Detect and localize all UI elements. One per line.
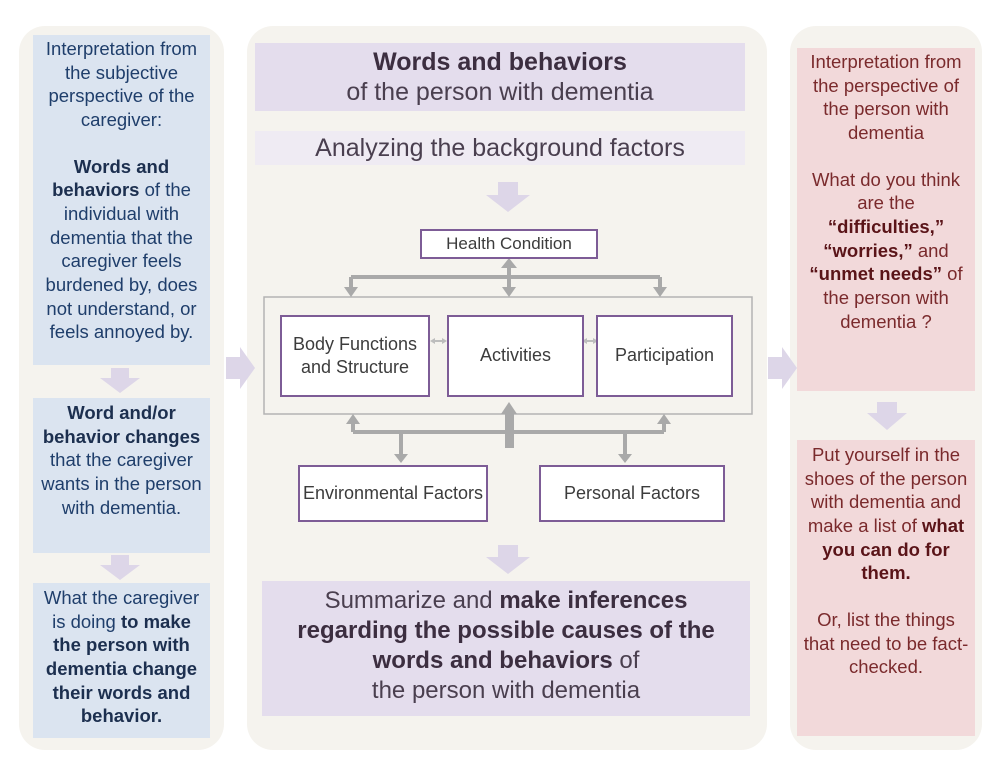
personal-factors-box: Personal Factors [539, 465, 725, 522]
action-list-text: Put yourself in the shoes of the person … [800, 443, 972, 585]
down-arrow-center-1 [486, 182, 530, 212]
caregiver-actions-box: What the caregiver is doing to make the … [33, 583, 210, 738]
question-end: of the person with dementia ? [823, 263, 963, 332]
words-behaviors-header: Words and behaviors of the person with d… [255, 43, 745, 111]
unmet-needs-bold: “unmet needs” [809, 263, 943, 285]
behavior-change-text: that the caregiver wants in the person w… [41, 449, 202, 518]
behavior-change-bold: Word and/or behavior changes [42, 402, 201, 447]
person-perspective-question: What do you think are the “difficulties,… [800, 168, 972, 334]
summary-mid-text: of [619, 647, 640, 674]
right-arrow-center-to-right [768, 347, 797, 389]
caregiver-interpretation-box: Interpretation from the subjective persp… [33, 35, 210, 365]
header-bold-text: Words and behaviors [373, 48, 627, 76]
question-start: What do you think are the [811, 168, 961, 214]
fact-check-text: Or, list the things that need to be fact… [803, 609, 969, 678]
summary-pre-text: Summarize and [324, 587, 493, 614]
environmental-factors-box: Environmental Factors [298, 465, 488, 522]
caregiver-intro-text: Interpretation from the subjective persp… [45, 38, 198, 131]
down-arrow-center-2 [486, 545, 530, 574]
down-arrow-right-1 [867, 402, 907, 430]
health-condition-box: Health Condition [420, 229, 598, 259]
caregiver-actions-text: What the caregiver is doing [43, 587, 200, 632]
body-functions-box: Body Functions and Structure [280, 315, 430, 397]
caregiver-actions-bold: to make the person with dementia change … [45, 610, 198, 727]
and-text: and [917, 239, 949, 261]
action-list-pre: Put yourself in the shoes of the person … [804, 444, 968, 537]
caregiver-burden-text: Words and behaviors of the individual wi… [36, 155, 207, 344]
person-perspective-intro: Interpretation from the perspective of t… [810, 51, 962, 144]
activities-box: Activities [447, 315, 584, 397]
summary-bold-text: make inferences regarding the possible c… [297, 587, 715, 674]
words-behaviors-bold: Words and behaviors [52, 155, 170, 201]
right-arrow-left-to-center [226, 347, 255, 389]
summary-rest-text: the person with dementia [371, 677, 641, 704]
burden-description: of the individual with dementia that the… [45, 179, 198, 343]
difficulties-bold: “difficulties,” [827, 216, 945, 238]
header-rest-text: of the person with dementia [346, 78, 654, 106]
down-arrow-left-1 [100, 368, 140, 393]
worries-bold: “worries,” [823, 239, 913, 261]
participation-box: Participation [596, 315, 733, 397]
analyzing-factors-banner: Analyzing the background factors [255, 131, 745, 165]
down-arrow-left-2 [100, 555, 140, 580]
action-list-box: Put yourself in the shoes of the person … [797, 440, 975, 736]
person-perspective-box: Interpretation from the perspective of t… [797, 48, 975, 391]
behavior-change-box: Word and/or behavior changes that the ca… [33, 398, 210, 553]
action-list-bold: what you can do for them. [822, 515, 965, 584]
summary-inference-box: Summarize and make inferences regarding … [262, 581, 750, 716]
